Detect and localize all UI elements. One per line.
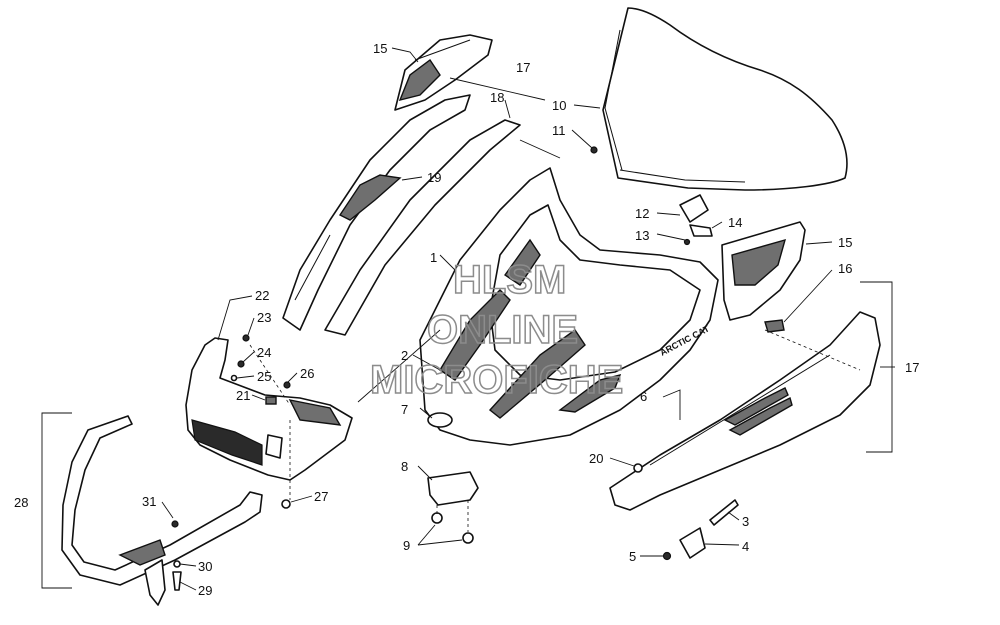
nut-26 <box>283 381 291 389</box>
screw-11 <box>590 146 598 154</box>
callout-15-lower: 15 <box>838 235 852 250</box>
callout-13: 13 <box>635 228 649 243</box>
callout-2: 2 <box>401 348 408 363</box>
watermark-line-3: MICROFICHE <box>370 358 623 402</box>
callout-4: 4 <box>742 539 749 554</box>
windshield <box>602 7 848 191</box>
callout-10: 10 <box>552 98 566 113</box>
callout-18: 18 <box>490 90 504 105</box>
hood-bracket <box>427 471 479 544</box>
trim-strip <box>324 119 521 336</box>
watermark-line-1: HLSM <box>453 258 566 302</box>
screw-20 <box>633 463 643 473</box>
right-vent-cover <box>721 221 806 321</box>
callout-labels: 1 2 3 4 5 6 7 8 9 10 11 12 13 14 15 15 1… <box>14 41 919 598</box>
callout-25: 25 <box>257 369 271 384</box>
callout-31: 31 <box>142 494 156 509</box>
left-side-panel <box>282 94 471 331</box>
bracket-28 <box>41 412 72 589</box>
front-bumper <box>61 415 263 606</box>
leader-lines <box>161 47 895 591</box>
watermark: HLSM ONLINE MICROFICHE <box>369 257 624 403</box>
callout-30: 30 <box>198 559 212 574</box>
callout-17-right: 17 <box>905 360 919 375</box>
callout-20: 20 <box>589 451 603 466</box>
callout-23: 23 <box>257 310 271 325</box>
nut-5 <box>662 551 672 561</box>
callout-1: 1 <box>430 250 437 265</box>
windshield-bracket <box>679 194 713 246</box>
callout-22: 22 <box>255 288 269 303</box>
nut-31 <box>171 520 179 528</box>
callout-21: 21 <box>236 388 250 403</box>
callout-17-top: 17 <box>516 60 530 75</box>
bolt-29 <box>172 571 182 591</box>
washer-30 <box>173 560 181 568</box>
callout-27: 27 <box>314 489 328 504</box>
callout-7: 7 <box>401 402 408 417</box>
bracket-4 <box>679 527 706 559</box>
upper-vent-cover <box>394 34 493 111</box>
callout-3: 3 <box>742 514 749 529</box>
callout-9: 9 <box>403 538 410 553</box>
bracket-17-top <box>449 77 546 101</box>
callout-24: 24 <box>257 345 271 360</box>
callout-8: 8 <box>401 459 408 474</box>
clip <box>764 319 785 333</box>
callout-28: 28 <box>14 495 28 510</box>
bolt-3 <box>709 499 739 526</box>
washer-25 <box>230 374 238 382</box>
callout-12: 12 <box>635 206 649 221</box>
callout-6: 6 <box>640 389 647 404</box>
callout-29: 29 <box>198 583 212 598</box>
callout-5: 5 <box>629 549 636 564</box>
screw-23 <box>242 334 250 342</box>
bracket-17-left <box>357 329 441 403</box>
watermark-line-2: ONLINE <box>427 308 578 352</box>
callout-26: 26 <box>300 366 314 381</box>
callout-14: 14 <box>728 215 742 230</box>
callout-16: 16 <box>838 261 852 276</box>
callout-19: 19 <box>427 170 441 185</box>
main-hood: ARCTIC CAT <box>419 167 719 446</box>
right-side-panel <box>609 311 881 511</box>
callout-11: 11 <box>552 123 566 138</box>
nut-27 <box>281 499 291 509</box>
callout-15-upper: 15 <box>373 41 387 56</box>
nut-24 <box>237 360 245 368</box>
nose-headlight-housing <box>185 337 353 481</box>
clip-21 <box>265 396 277 405</box>
